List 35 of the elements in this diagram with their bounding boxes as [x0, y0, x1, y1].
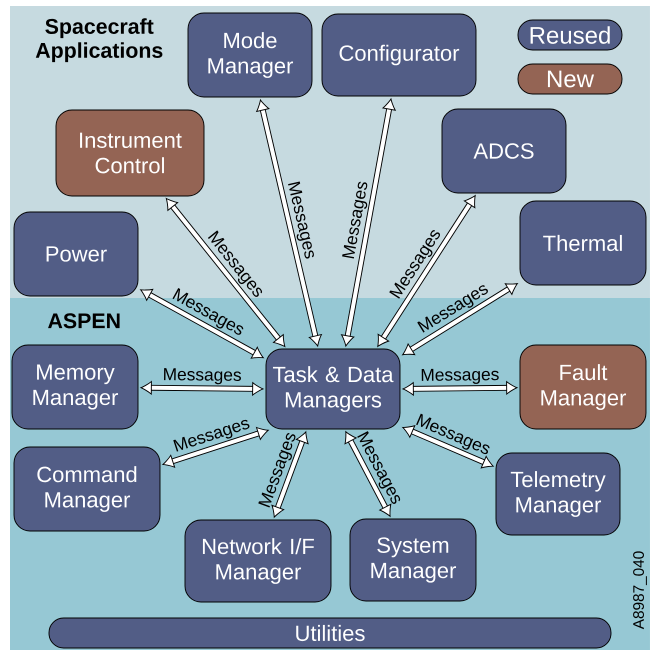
component-box: Fault Manager: [520, 344, 646, 430]
component-box: Mode Manager: [188, 12, 312, 98]
edge-label: Messages: [422, 368, 499, 384]
double-arrow: [166, 198, 286, 347]
component-box: Command Manager: [14, 446, 160, 532]
component-box: Power: [14, 212, 138, 296]
legend-text: New: [548, 70, 594, 88]
component-box: Memory Manager: [12, 344, 138, 430]
edge-label: Messages: [164, 368, 241, 384]
section-heading: ASPEN: [48, 313, 120, 328]
double-arrow: [344, 431, 392, 517]
component-box: Thermal: [520, 200, 646, 286]
double-arrow: [272, 431, 309, 518]
figure-number: A8987_040: [633, 551, 647, 630]
double-arrow: [341, 98, 396, 346]
double-arrow: [402, 381, 518, 396]
edge-label: Messages: [288, 181, 314, 259]
double-arrow: [140, 288, 264, 359]
double-arrow: [402, 283, 518, 356]
double-arrow: [140, 381, 264, 396]
bar: Utilities: [48, 618, 612, 648]
section-heading: Spacecraft Applications: [36, 18, 162, 62]
double-arrow: [256, 100, 322, 346]
component-box: Task & Data Managers: [266, 348, 400, 430]
component-box: Network I/F Manager: [184, 520, 332, 602]
component-box: Telemetry Manager: [496, 452, 620, 536]
component-box: Instrument Control: [56, 110, 204, 196]
double-arrow: [162, 427, 269, 468]
component-box: ADCS: [442, 108, 566, 194]
legend-text: Reused: [530, 26, 610, 44]
component-box: Configurator: [322, 14, 476, 96]
double-arrow: [377, 195, 476, 347]
edge-label: Messages: [342, 182, 368, 259]
component-box: System Manager: [350, 518, 476, 602]
double-arrow: [402, 425, 494, 468]
